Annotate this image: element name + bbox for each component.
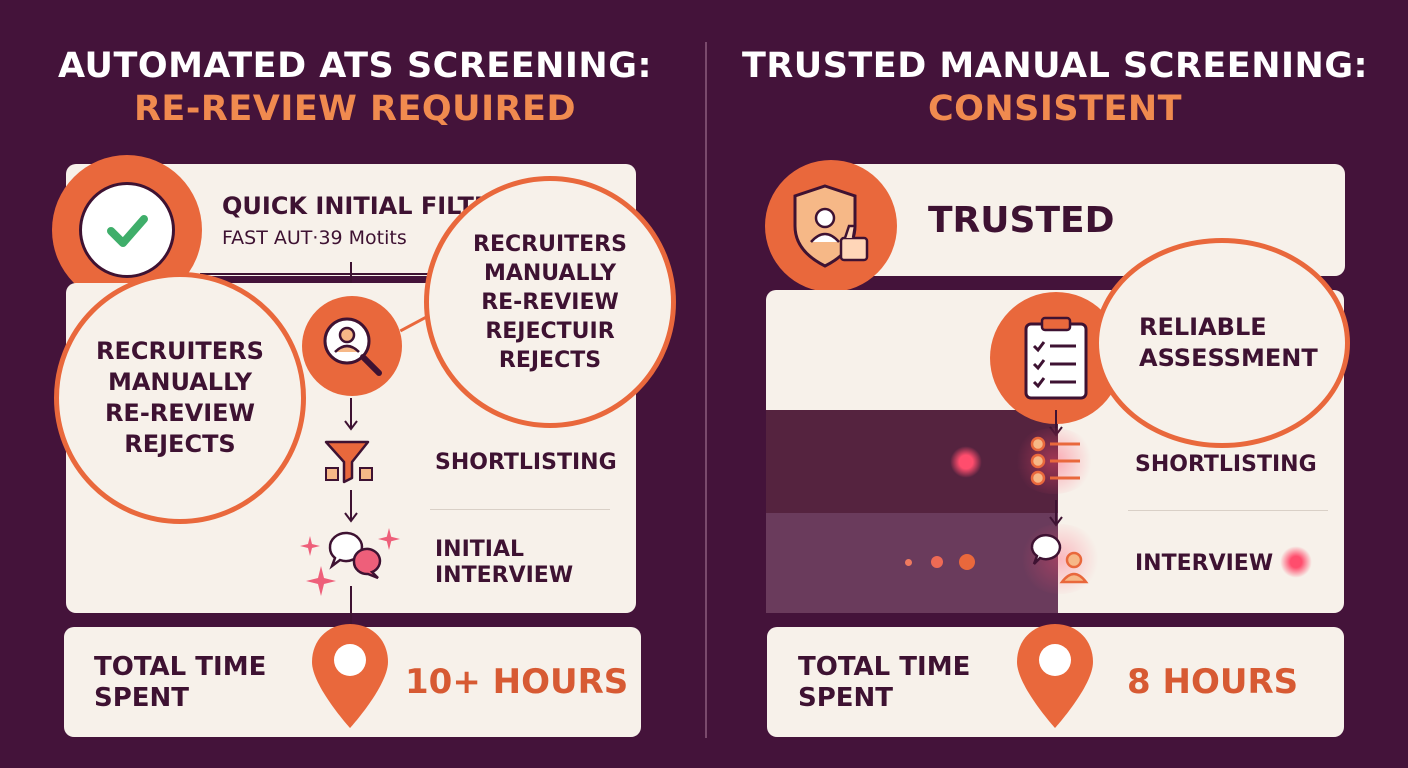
left-total-line2: SPENT	[94, 683, 190, 713]
check-circle	[79, 182, 175, 278]
right-step-divider	[1128, 510, 1328, 511]
panel-divider	[705, 42, 707, 738]
right-interview-label: INTERVIEW	[1135, 551, 1274, 576]
glow-dot-1	[950, 446, 982, 478]
right-total-value: 8 HOURS	[1127, 662, 1299, 702]
location-pin-icon-right	[1017, 624, 1093, 728]
chat-user-icon	[1030, 533, 1089, 584]
glow-dot-medium	[931, 556, 943, 568]
right-bubble-line5: REJECTS	[498, 347, 602, 373]
left-bubble-line3: RE-REVIEW	[104, 399, 256, 427]
left-rereview-bubble: RECRUITERS MANUALLY RE-REVIEW REJECTS	[54, 272, 306, 524]
right-bubble-line3: RE-REVIEW	[481, 289, 619, 315]
flow-arrow-1	[344, 398, 358, 431]
user-search-disc	[302, 296, 402, 396]
clipboard-checklist-icon	[1024, 316, 1088, 400]
quick-filter-subtitle: FAST AUT·39 Motits	[222, 227, 407, 249]
chat-bubbles-icon	[328, 531, 382, 580]
shield-user-icon	[793, 184, 869, 268]
glow-dot-2	[1280, 546, 1312, 578]
right-rereview-bubble: RECRUITERS MANUALLY RE-REVIEW REJECTUIR …	[424, 176, 676, 428]
assessment-line2: ASSESSMENT	[1139, 344, 1318, 372]
sparkle-icon-small	[378, 528, 400, 550]
left-interview-line2: INTERVIEW	[435, 563, 574, 588]
left-bubble-line2: MANUALLY	[107, 368, 253, 396]
left-total-value: 10+ HOURS	[405, 662, 629, 702]
right-total-line1: TOTAL TIME	[798, 652, 971, 682]
assessment-line1: RELIABLE	[1139, 313, 1267, 341]
left-interview-line1: INITIAL	[435, 537, 525, 562]
glow-dot-large	[959, 554, 975, 570]
chat-glow	[1018, 524, 1102, 594]
flow-line-bottom	[350, 586, 352, 631]
trusted-label: TRUSTED	[928, 200, 1115, 241]
right-title-line2: CONSISTENT	[927, 89, 1183, 129]
user-search-icon	[323, 317, 382, 376]
quick-filter-divider	[200, 273, 430, 275]
left-step-divider	[430, 509, 610, 510]
left-title-line2: RE-REVIEW REQUIRED	[133, 89, 577, 129]
flow-arrow-2	[344, 490, 358, 523]
flow-line-1	[350, 262, 352, 292]
left-title-line1: AUTOMATED ATS SCREENING:	[58, 46, 652, 86]
right-bubble-line2: MANUALLY	[483, 260, 617, 286]
location-pin-icon	[312, 624, 388, 728]
glow-dot-small	[905, 559, 912, 566]
right-bubble-line1: RECRUITERS	[473, 231, 627, 257]
sparkle-icon	[300, 536, 320, 556]
left-bubble-line1: RECRUITERS	[96, 337, 264, 365]
left-total-line1: TOTAL TIME	[94, 652, 267, 682]
right-shortlisting-label: SHORTLISTING	[1135, 452, 1317, 477]
right-flow-arrow-2	[1049, 500, 1063, 527]
dim-panel-upper	[766, 410, 1058, 513]
right-title-line1: TRUSTED MANUAL SCREENING:	[741, 46, 1369, 86]
sparkle-icon-large	[306, 566, 336, 596]
list-icon	[1030, 436, 1080, 486]
funnel-icon	[324, 440, 373, 484]
left-bubble-line4: REJECTS	[124, 430, 236, 458]
left-shortlisting-label: SHORTLISTING	[435, 450, 617, 475]
right-bubble-line4: REJECTUIR	[485, 318, 615, 344]
right-total-line2: SPENT	[798, 683, 894, 713]
check-icon	[107, 215, 148, 247]
right-flow-arrow-1	[1049, 410, 1063, 437]
thumbs-up-icon	[839, 224, 869, 262]
quick-filter-title: QUICK INITIAL FILTE	[222, 192, 491, 220]
assessment-bubble: RELIABLE ASSESSMENT	[1094, 238, 1350, 448]
shield-disc	[765, 160, 897, 292]
dim-panel-lower	[766, 513, 1058, 613]
